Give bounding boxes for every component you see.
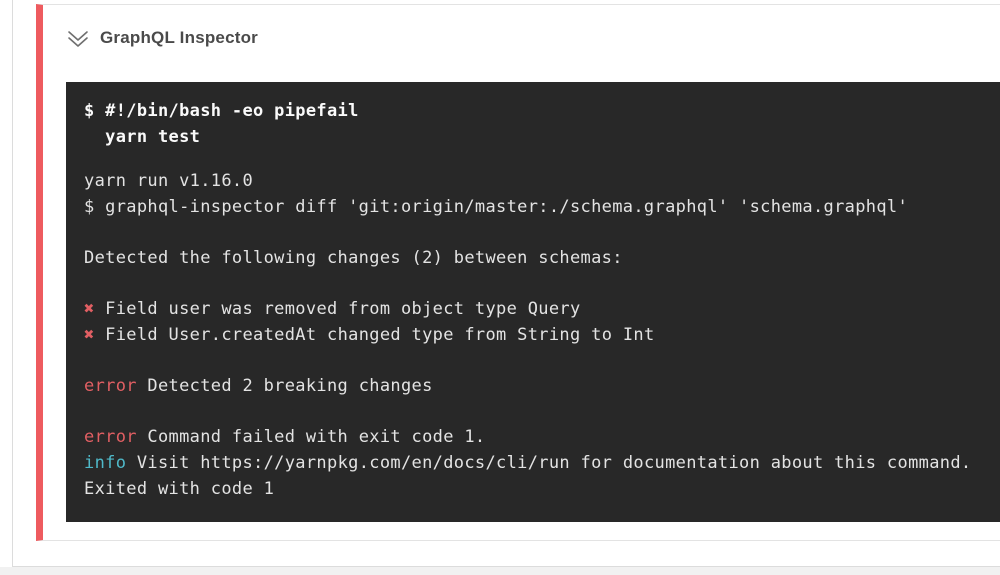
terminal-output-block: error Command failed with exit code 1.in… bbox=[84, 424, 1000, 502]
terminal-segment: $ graphql-inspector diff 'git:origin/mas… bbox=[84, 197, 909, 217]
terminal-line: yarn test bbox=[84, 124, 1000, 150]
terminal-segment: Field User.createdAt changed type from S… bbox=[94, 325, 655, 345]
step-title: GraphQL Inspector bbox=[100, 28, 259, 47]
terminal-line: error Detected 2 breaking changes bbox=[84, 373, 1000, 399]
terminal-segment: Detected 2 breaking changes bbox=[136, 376, 433, 396]
terminal-segment: yarn test bbox=[84, 127, 201, 147]
main-panel: GraphQL Inspector $ #!/bin/bash -eo pipe… bbox=[12, 0, 1000, 567]
terminal-segment: Detected the following changes (2) betwe… bbox=[84, 248, 623, 268]
terminal-line: yarn run v1.16.0 bbox=[84, 168, 1000, 194]
double-chevron-down-icon[interactable] bbox=[66, 29, 90, 49]
terminal-output-block: ✖ Field user was removed from object typ… bbox=[84, 296, 1000, 348]
terminal-line: ✖ Field user was removed from object typ… bbox=[84, 296, 1000, 322]
failed-step-card: GraphQL Inspector $ #!/bin/bash -eo pipe… bbox=[36, 4, 1000, 541]
terminal-command-block: $ #!/bin/bash -eo pipefail yarn test bbox=[84, 98, 1000, 150]
terminal-line: info Visit https://yarnpkg.com/en/docs/c… bbox=[84, 450, 1000, 476]
terminal-line: $ #!/bin/bash -eo pipefail bbox=[84, 98, 1000, 124]
step-header[interactable]: GraphQL Inspector bbox=[43, 5, 1000, 82]
terminal-segment: Visit https://yarnpkg.com/en/docs/cli/ru… bbox=[126, 453, 972, 473]
terminal-output-block: error Detected 2 breaking changes bbox=[84, 373, 1000, 399]
terminal-output-block: Detected the following changes (2) betwe… bbox=[84, 245, 1000, 271]
terminal-segment-red: ✖ bbox=[84, 325, 95, 345]
terminal-segment: yarn run v1.16.0 bbox=[84, 171, 254, 191]
terminal-segment-red: ✖ bbox=[84, 299, 95, 319]
terminal-segment-red: error bbox=[84, 427, 137, 447]
terminal-line: Detected the following changes (2) betwe… bbox=[84, 245, 1000, 271]
terminal-segment: Field user was removed from object type … bbox=[94, 299, 581, 319]
terminal-segment: $ #!/bin/bash -eo pipefail bbox=[84, 101, 359, 121]
terminal-segment-cyan: info bbox=[84, 453, 127, 473]
terminal-segment: Command failed with exit code 1. bbox=[136, 427, 486, 447]
terminal-output-block: yarn run v1.16.0 $ graphql-inspector diff… bbox=[84, 168, 1000, 220]
page-bottom-strip bbox=[0, 567, 1000, 575]
terminal-line: $ graphql-inspector diff 'git:origin/mas… bbox=[84, 194, 1000, 220]
terminal-line: error Command failed with exit code 1. bbox=[84, 424, 1000, 450]
terminal-line: Exited with code 1 bbox=[84, 476, 1000, 502]
terminal-segment-red: error bbox=[84, 376, 137, 396]
terminal-segment: Exited with code 1 bbox=[84, 479, 275, 499]
terminal-line: ✖ Field User.createdAt changed type from… bbox=[84, 322, 1000, 348]
